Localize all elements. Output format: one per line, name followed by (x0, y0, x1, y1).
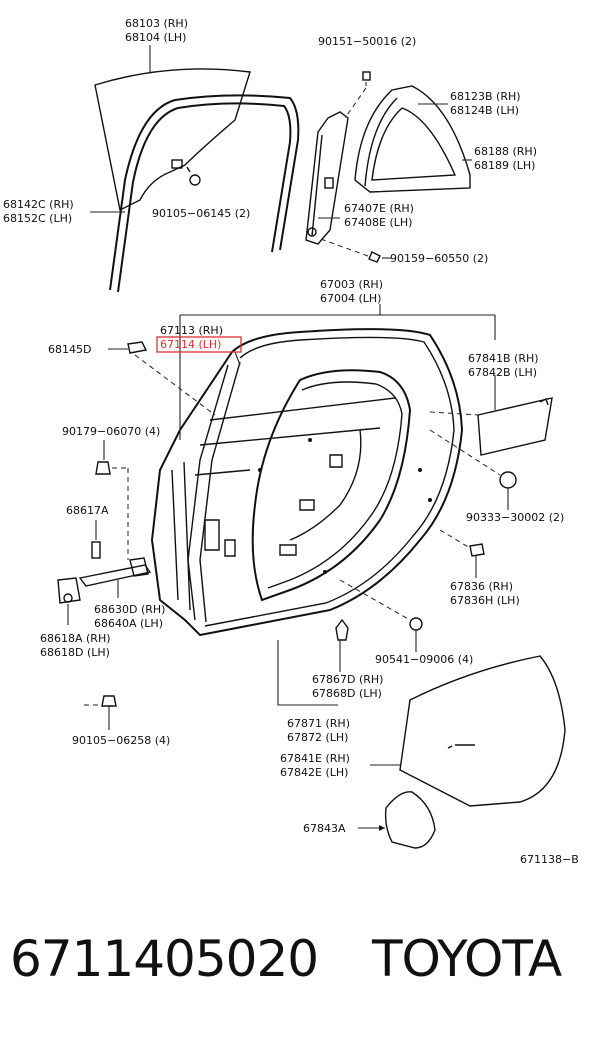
door-panel (150, 328, 464, 637)
door-check-68630D (78, 557, 152, 598)
label-67841B: 67841B (RH) (468, 352, 539, 365)
label-68142C: 68142C (RH) (3, 198, 74, 211)
bolt-90105-06258 (80, 695, 117, 730)
label-68124B: 68124B (LH) (450, 104, 519, 117)
label-90541: 90541−09006 (4) (375, 653, 473, 666)
plug-90333 (429, 429, 517, 510)
label-68630D: 68630D (RH) (94, 603, 165, 616)
label-68617A: 68617A (66, 504, 109, 517)
label-67868D: 67868D (LH) (312, 687, 382, 700)
label-diagram-code: 671138−B (520, 853, 579, 866)
label-67841E: 67841E (RH) (280, 752, 350, 765)
clip-90541 (339, 579, 423, 652)
label-67871: 67871 (RH) (287, 717, 350, 730)
label-67113: 67113 (RH) (160, 324, 223, 337)
hinge-68618A (57, 577, 81, 625)
screw-90159 (317, 237, 392, 263)
label-68152C: 68152C (LH) (3, 212, 72, 225)
bolt-90105-06145 (186, 166, 201, 186)
clip-67867D (335, 618, 349, 672)
label-68145D: 68145D (48, 343, 91, 356)
footer: 6711405020 TOYOTA (0, 930, 600, 1020)
label-90105-a: 90105−06145 (2) (152, 207, 250, 220)
highlight-box (156, 336, 242, 353)
label-67408E: 67408E (LH) (344, 216, 412, 229)
clip-68145D (108, 341, 216, 416)
glass-run-channel (109, 94, 300, 293)
service-cover-67841B (429, 375, 553, 456)
label-67836H: 67836H (LH) (450, 594, 520, 607)
brand-name: TOYOTA (372, 930, 562, 988)
label-67867D: 67867D (RH) (312, 673, 383, 686)
label-67407E: 67407E (RH) (344, 202, 414, 215)
part-67843A (358, 791, 436, 849)
label-67003: 67003 (RH) (320, 278, 383, 291)
trim-67841E (370, 655, 566, 807)
clip-67836 (439, 529, 485, 578)
screw-90179 (95, 440, 129, 560)
label-67842B: 67842B (LH) (468, 366, 537, 379)
pin-68617A (91, 520, 101, 559)
division-bar (305, 111, 349, 245)
label-68640A: 68640A (LH) (94, 617, 163, 630)
label-90159: 90159−60550 (2) (390, 252, 488, 265)
label-68618A: 68618A (RH) (40, 632, 111, 645)
door-glass (94, 68, 251, 212)
label-68188: 68188 (RH) (474, 145, 537, 158)
label-68189: 68189 (LH) (474, 159, 535, 172)
label-67004: 67004 (LH) (320, 292, 381, 305)
part-number: 6711405020 (10, 930, 319, 988)
quarter-window (354, 85, 471, 193)
label-67872: 67872 (LH) (287, 731, 348, 744)
label-68104: 68104 (LH) (125, 31, 186, 44)
label-67114: 67114 (LH) (160, 338, 221, 351)
screw-90151 (344, 71, 371, 119)
label-68103: 68103 (RH) (125, 17, 188, 30)
label-90179: 90179−06070 (4) (62, 425, 160, 438)
label-67842E: 67842E (LH) (280, 766, 348, 779)
label-67836: 67836 (RH) (450, 580, 513, 593)
parts-diagram: 68103 (RH) 68104 (LH) 90151−50016 (2) 68… (3, 17, 579, 866)
label-67843A: 67843A (303, 822, 346, 835)
label-90333: 90333−30002 (2) (466, 511, 564, 524)
label-68123B: 68123B (RH) (450, 90, 521, 103)
label-90151: 90151−50016 (2) (318, 35, 416, 48)
label-90105-b: 90105−06258 (4) (72, 734, 170, 747)
label-68618D: 68618D (LH) (40, 646, 110, 659)
